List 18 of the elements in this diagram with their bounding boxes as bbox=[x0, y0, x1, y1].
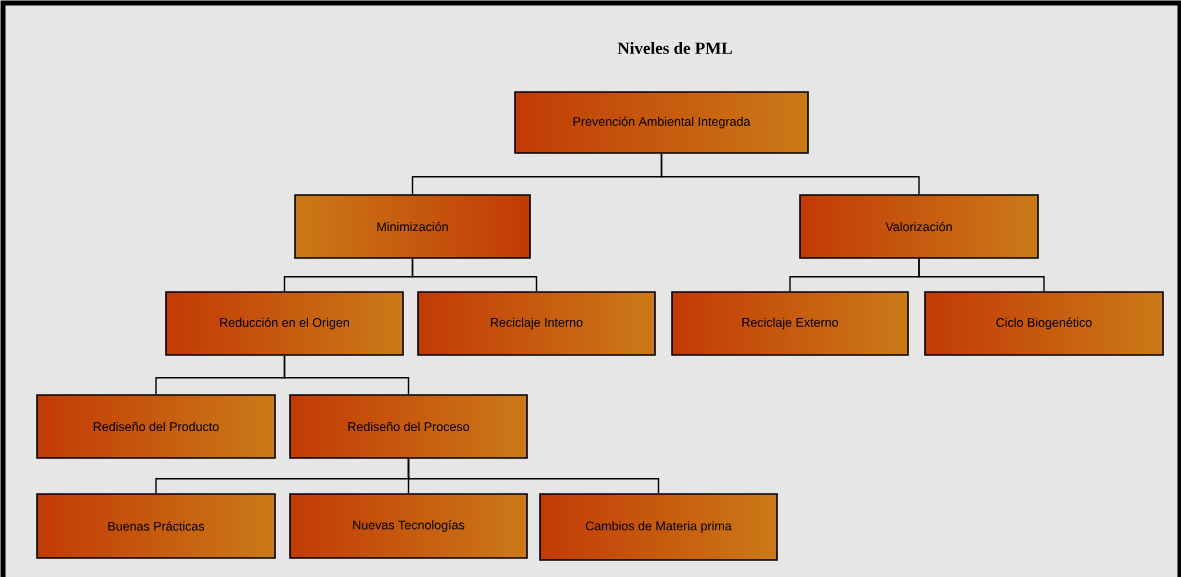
process-box: Rediseño del Producto bbox=[36, 394, 276, 459]
connector-line bbox=[283, 355, 410, 395]
connector-line bbox=[407, 458, 660, 494]
connector-line bbox=[660, 153, 920, 195]
process-box: Minimización bbox=[294, 194, 531, 259]
process-box: Reducción en el Origen bbox=[165, 291, 404, 356]
process-box: Reciclaje Interno bbox=[417, 291, 656, 356]
process-box: Buenas Prácticas bbox=[36, 493, 276, 559]
title: Niveles de PML bbox=[617, 42, 732, 54]
process-box: Cambios de Materia prima bbox=[539, 493, 778, 561]
process-box: Rediseño del Proceso bbox=[289, 394, 528, 459]
process-box: Nuevas Tecnologías bbox=[289, 493, 528, 559]
connector-line bbox=[411, 258, 538, 292]
process-box: Ciclo Biogenético bbox=[924, 291, 1164, 356]
process-box: Reciclaje Externo bbox=[671, 291, 909, 356]
process-box: Prevención Ambiental Integrada bbox=[514, 91, 809, 154]
process-box: Valorización bbox=[799, 194, 1039, 259]
connector-line bbox=[918, 258, 1045, 292]
